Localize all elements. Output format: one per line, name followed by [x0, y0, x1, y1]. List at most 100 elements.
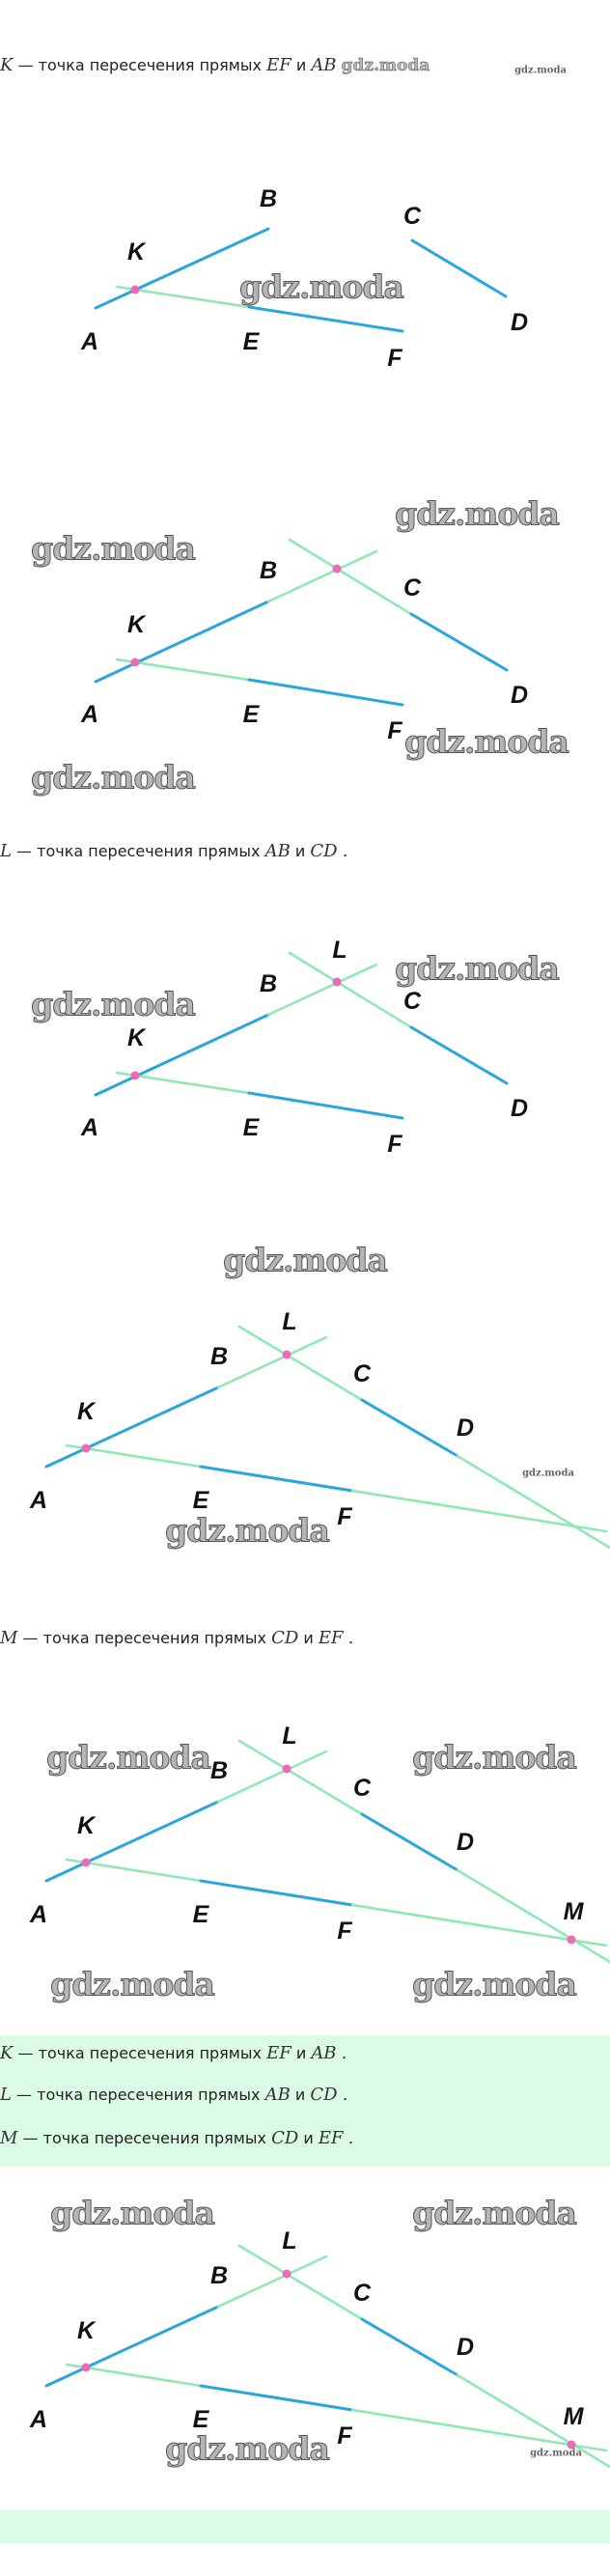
- watermark: gdz.moda: [412, 1965, 578, 2003]
- statement-letter: M: [0, 1628, 18, 1648]
- segment-cd: [409, 612, 509, 672]
- statement-text: — точка пересечения прямых: [22, 1629, 266, 1647]
- statement-line: L — точка пересечения прямых AB и CD .: [0, 842, 347, 861]
- statement-line: K — точка пересечения прямых EF и AB .: [0, 2044, 347, 2063]
- statement-l2: EF: [318, 1628, 344, 1648]
- statement-letter: L: [0, 2085, 12, 2105]
- watermark: gdz.moda: [395, 494, 561, 533]
- point-label: F: [337, 1503, 352, 1530]
- point-label: C: [403, 203, 422, 230]
- statement-l2: CD: [310, 2085, 338, 2105]
- line-cd: [288, 538, 413, 616]
- point-label: F: [387, 717, 402, 744]
- segment-ab: [44, 1386, 220, 1469]
- statement-l1: CD: [271, 2128, 299, 2148]
- point-label: A: [29, 1487, 47, 1514]
- point-label: C: [353, 1775, 372, 1802]
- watermark: gdz.moda: [46, 1738, 212, 1777]
- line-cd: [237, 2244, 364, 2321]
- point-label: E: [193, 1901, 210, 1928]
- point-label: K: [127, 238, 147, 266]
- point-label: D: [511, 1095, 528, 1122]
- statement-line: L — точка пересечения прямых AB и CD .: [0, 2086, 347, 2105]
- point-k: [81, 1443, 91, 1453]
- point-label: B: [260, 185, 277, 212]
- statement-l1: EF: [266, 55, 291, 75]
- statement-conj: и: [303, 2129, 314, 2147]
- watermark: gdz.moda: [50, 1965, 216, 2003]
- statement-letter: K: [0, 2043, 14, 2063]
- point-k: [81, 2363, 91, 2372]
- watermark: gdz.moda: [223, 1241, 389, 1279]
- point-label: A: [29, 1901, 47, 1928]
- point-label: A: [80, 1114, 98, 1141]
- segment-ef: [247, 1091, 404, 1120]
- point-l: [282, 1350, 291, 1359]
- segment-ef: [247, 305, 404, 333]
- point-label: B: [260, 557, 277, 584]
- point-label: B: [260, 970, 277, 997]
- segment-ab: [44, 2305, 220, 2388]
- line-ab: [266, 549, 378, 603]
- point-label: F: [337, 2422, 352, 2450]
- statement-l1: CD: [271, 1628, 299, 1648]
- point-label: K: [77, 1812, 97, 1839]
- segment-ab: [94, 227, 270, 310]
- statement-text: — точка пересечения прямых: [17, 2044, 262, 2062]
- summary-box-bottom: [0, 2510, 610, 2543]
- point-label: L: [282, 1308, 296, 1335]
- watermark: gdz.moda: [165, 1511, 331, 1550]
- point-l: [282, 2269, 291, 2279]
- point-label: E: [243, 1114, 261, 1141]
- statement-line: K — точка пересечения прямых EF и AB gdz…: [0, 55, 430, 76]
- segment-cd: [360, 2317, 459, 2377]
- statement-end: .: [347, 2128, 354, 2148]
- point-label: C: [353, 1360, 372, 1387]
- point-label: D: [511, 309, 528, 336]
- watermark: gdz.moda: [341, 56, 430, 76]
- line-ef: [350, 1489, 608, 1533]
- point-label: K: [127, 611, 147, 638]
- segment-cd: [410, 238, 508, 298]
- watermark: gdz.moda: [412, 2194, 578, 2232]
- point-k: [130, 1071, 140, 1080]
- line-cd: [456, 2373, 610, 2469]
- statement-conj: и: [294, 842, 306, 860]
- statement-text: — точка пересечения прямых: [22, 2129, 266, 2147]
- statement-line: M — точка пересечения прямых CD и EF .: [0, 2129, 353, 2148]
- watermark: gdz.moda: [530, 2448, 582, 2459]
- point-label: L: [332, 937, 347, 964]
- point-label: A: [29, 2406, 47, 2433]
- statement-conj: и: [295, 2044, 307, 2062]
- point-label: F: [337, 1918, 352, 1945]
- point-m: [567, 2440, 576, 2450]
- statement-l1: AB: [264, 841, 291, 861]
- statement-l2: EF: [318, 2128, 344, 2148]
- line-ef: [350, 1903, 608, 1947]
- point-k: [130, 658, 140, 667]
- line-ab: [216, 1335, 328, 1389]
- segment-ef: [199, 1465, 354, 1493]
- line-ab: [216, 1750, 328, 1804]
- line-ab: [216, 2254, 328, 2309]
- point-l: [332, 977, 342, 987]
- segment-ab: [94, 600, 270, 684]
- statement-l2: AB: [311, 2043, 337, 2063]
- watermark: gdz.moda: [412, 1738, 578, 1777]
- line-cd: [237, 1739, 364, 1816]
- point-m: [567, 1935, 576, 1945]
- watermark: gdz.moda: [31, 529, 197, 568]
- point-label: K: [77, 2317, 97, 2344]
- watermark: gdz.moda: [514, 65, 567, 76]
- point-label: D: [457, 1414, 474, 1442]
- point-k: [81, 1858, 91, 1867]
- watermark: gdz.moda: [522, 1468, 574, 1479]
- point-k: [130, 285, 140, 294]
- statement-text: — точка пересечения прямых: [16, 842, 261, 860]
- segment-ab: [44, 1800, 220, 1883]
- line-ef: [350, 2408, 608, 2452]
- statement-letter: M: [0, 2128, 18, 2148]
- point-label: E: [243, 701, 261, 728]
- point-label: C: [403, 988, 422, 1015]
